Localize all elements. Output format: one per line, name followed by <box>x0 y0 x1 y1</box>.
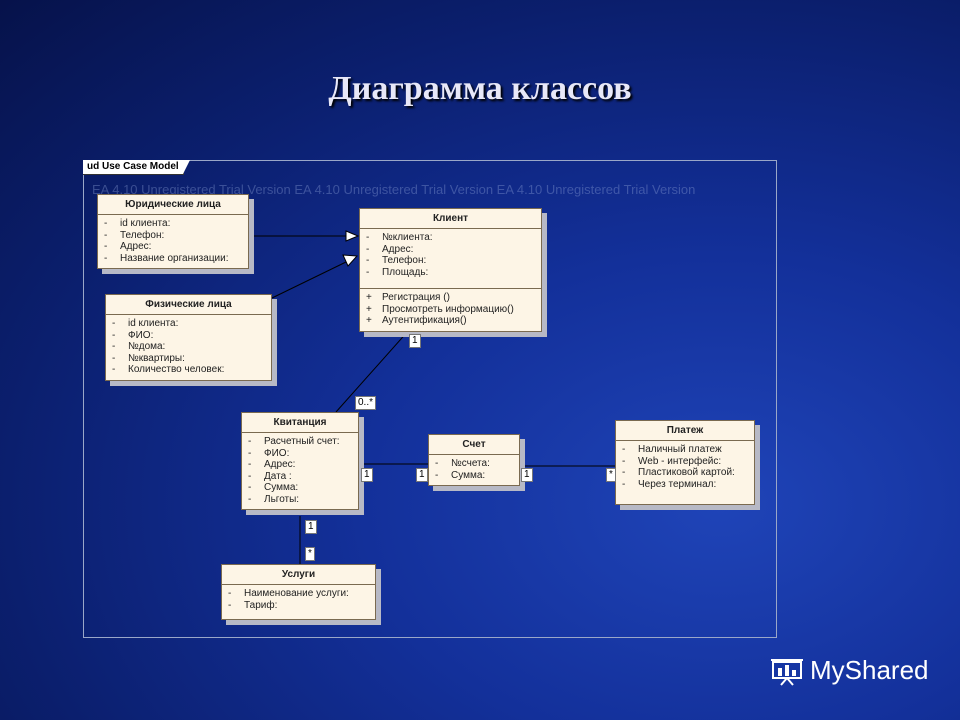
class-attribute: Наименование услуги: <box>244 588 349 599</box>
slide-title: Диаграмма классов <box>328 70 632 107</box>
class-attribute: Площадь: <box>382 266 429 278</box>
class-attribute: Web - интерфейс: <box>638 455 722 467</box>
class-client[interactable]: Клиент -№клиента: -Адрес: -Телефон: -Пло… <box>359 208 542 332</box>
multiplicity-label: 1 <box>521 468 533 482</box>
watermark-text: EA 4.10 Unregistered Trial Version EA 4.… <box>92 182 696 197</box>
class-attributes: -id клиента: -ФИО: -№дома: -№квартиры: -… <box>112 318 225 375</box>
class-attribute: ФИО: <box>264 447 290 459</box>
class-operation: Просмотреть информацию() <box>382 303 514 315</box>
class-attribute: Адрес: <box>120 241 152 252</box>
class-attribute: Адрес: <box>382 243 414 255</box>
class-operations: +Регистрация () +Просмотреть информацию(… <box>360 288 541 331</box>
class-attributes: -Наличный платеж -Web - интерфейс: -Плас… <box>622 444 735 490</box>
site-logo[interactable]: MyShared <box>770 655 929 686</box>
multiplicity-label: 1 <box>416 468 428 482</box>
class-attribute: №квартиры: <box>128 352 185 364</box>
multiplicity-label: 1 <box>305 520 317 534</box>
class-operation: Регистрация () <box>382 292 450 303</box>
multiplicity-label: * <box>305 547 315 561</box>
class-attribute: Наличный платеж <box>638 444 722 455</box>
class-attributes: -Расчетный счет: -ФИО: -Адрес: -Дата : -… <box>248 436 340 505</box>
class-attribute: Сумма: <box>451 469 486 481</box>
class-attributes: -id клиента: -Телефон: -Адрес: -Название… <box>104 218 229 264</box>
class-attribute: Дата : <box>264 470 292 482</box>
class-name: Услуги <box>222 565 375 585</box>
class-receipt[interactable]: Квитанция -Расчетный счет: -ФИО: -Адрес:… <box>241 412 359 510</box>
class-attribute: Телефон: <box>382 255 427 266</box>
class-attributes: -№клиента: -Адрес: -Телефон: -Площадь: <box>366 232 433 278</box>
class-attribute: №дома: <box>128 341 166 352</box>
presentation-board-icon <box>771 658 803 686</box>
diagram-frame-label: ud Use Case Model <box>83 160 190 175</box>
multiplicity-label: * <box>606 468 616 482</box>
logo-text: MyShared <box>810 655 929 685</box>
class-operation: Аутентификация() <box>382 315 467 326</box>
class-payment[interactable]: Платеж -Наличный платеж -Web - интерфейс… <box>615 420 755 505</box>
class-attribute: №счета: <box>451 458 490 469</box>
class-legal-entities[interactable]: Юридические лица -id клиента: -Телефон: … <box>97 194 249 269</box>
multiplicity-label: 0..* <box>355 396 377 410</box>
class-attribute: Телефон: <box>120 229 165 241</box>
diagram-frame <box>83 160 777 638</box>
multiplicity-label: 1 <box>361 468 373 482</box>
class-attribute: Адрес: <box>264 459 296 470</box>
class-attribute: №клиента: <box>382 232 433 243</box>
class-individuals[interactable]: Физические лица -id клиента: -ФИО: -№дом… <box>105 294 272 381</box>
class-attributes: -Наименование услуги: -Тариф: <box>228 588 349 611</box>
class-attribute: id клиента: <box>120 218 171 229</box>
class-attribute: Через терминал: <box>638 478 717 490</box>
class-account[interactable]: Счет -№счета: -Сумма: <box>428 434 520 486</box>
class-attribute: Льготы: <box>264 493 300 505</box>
class-attribute: Тариф: <box>244 599 278 611</box>
class-name: Клиент <box>360 209 541 229</box>
class-services[interactable]: Услуги -Наименование услуги: -Тариф: <box>221 564 376 620</box>
multiplicity-label: 1 <box>409 334 421 348</box>
class-attribute: ФИО: <box>128 329 154 341</box>
class-attribute: Пластиковой картой: <box>638 467 735 478</box>
class-name: Юридические лица <box>98 195 248 215</box>
class-attributes: -№счета: -Сумма: <box>435 458 490 481</box>
class-attribute: Сумма: <box>264 482 299 493</box>
class-attribute: id клиента: <box>128 318 179 329</box>
class-attribute: Название организации: <box>120 252 229 264</box>
class-attribute: Количество человек: <box>128 364 225 375</box>
class-name: Физические лица <box>106 295 271 315</box>
class-name: Платеж <box>616 421 754 441</box>
class-attribute: Расчетный счет: <box>264 436 340 447</box>
class-name: Счет <box>429 435 519 455</box>
class-name: Квитанция <box>242 413 358 433</box>
